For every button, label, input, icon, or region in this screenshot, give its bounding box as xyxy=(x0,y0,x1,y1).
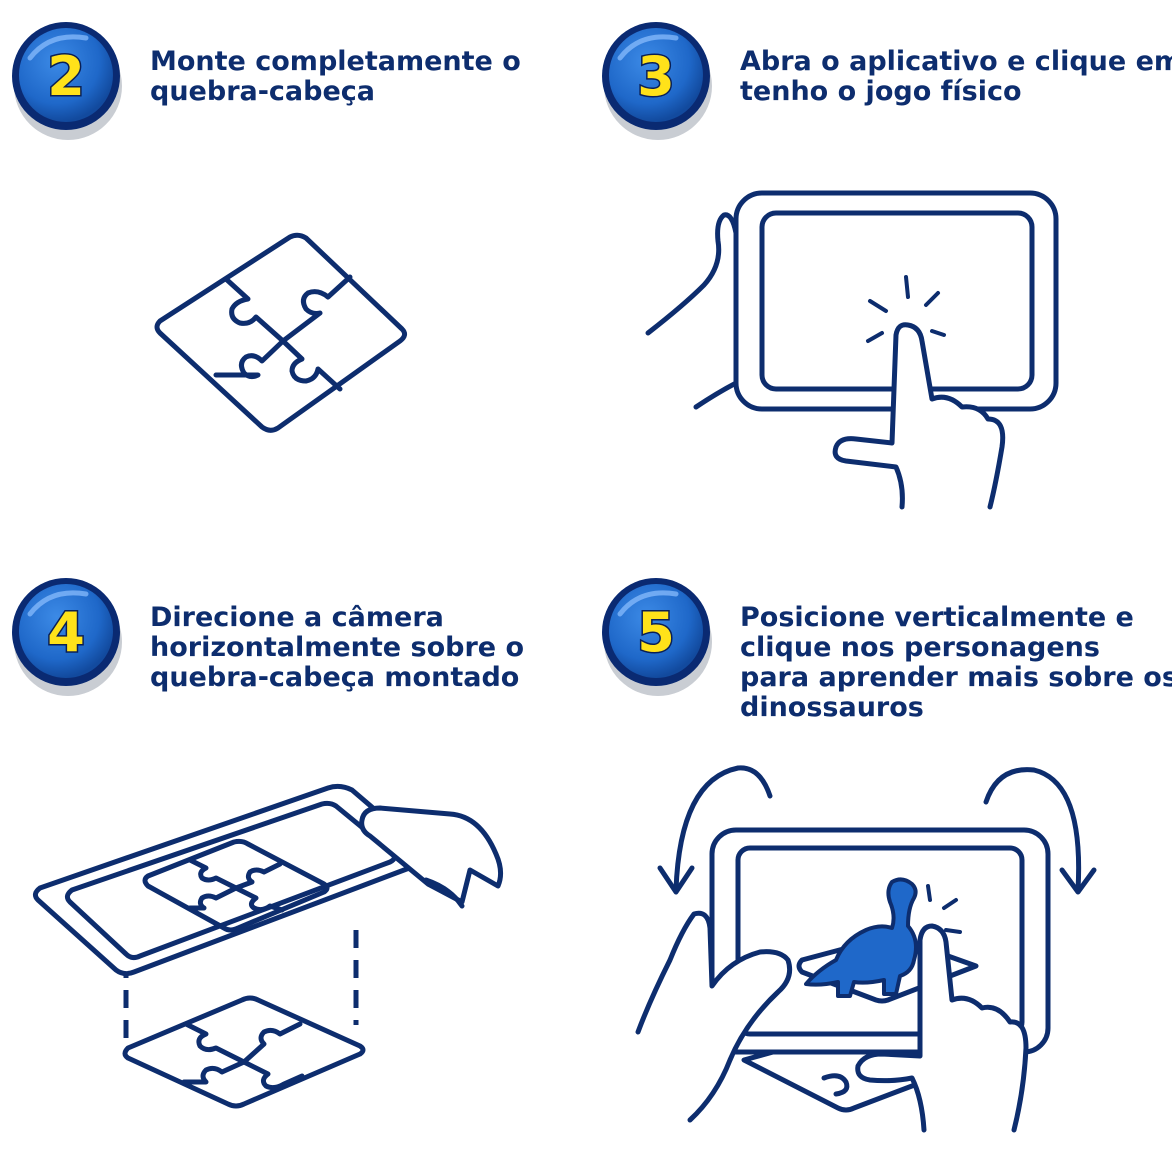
puzzle-icon xyxy=(154,232,408,433)
step-title: Abra o aplicativo e clique em tenho o jo… xyxy=(740,46,1172,107)
step-title: Direcione a câmera horizontalmente sobre… xyxy=(150,602,525,693)
tablet-rotate-dino-icon xyxy=(635,765,1097,1133)
step-number: 2 xyxy=(47,45,85,108)
tablet-scan-icon xyxy=(32,783,504,1109)
step-badge: 2 xyxy=(10,18,126,142)
step-title: Posicione verticalmente e clique nos per… xyxy=(740,602,1172,723)
step-number: 4 xyxy=(47,601,85,664)
step-badge: 4 xyxy=(10,574,126,698)
step-number: 3 xyxy=(637,45,675,108)
tablet-tap-icon xyxy=(645,190,1059,510)
step-title: Monte completamente o quebra-cabeça xyxy=(150,46,521,107)
step-number: 5 xyxy=(637,601,675,664)
step-badge: 3 xyxy=(600,18,716,142)
rotate-left-arrow-icon xyxy=(673,765,773,893)
rotate-right-arrow-icon xyxy=(983,767,1082,893)
step-badge: 5 xyxy=(600,574,716,698)
